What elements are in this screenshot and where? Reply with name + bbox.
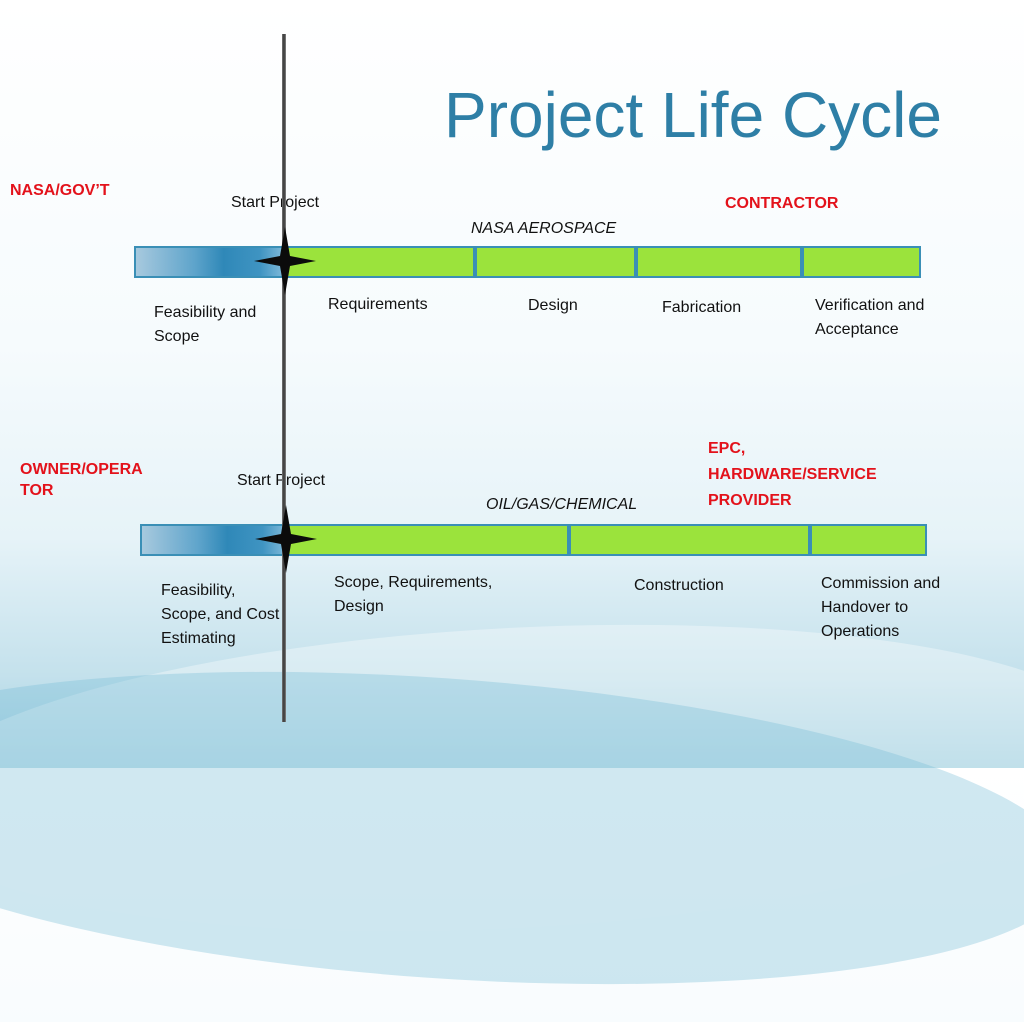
line: Acceptance: [815, 321, 899, 338]
nasa-aerospace-label: NASA AEROSPACE: [471, 220, 617, 237]
phase-label-fabrication: Fabrication: [662, 299, 742, 316]
star-marker-icon: [255, 505, 317, 573]
line: TOR: [20, 482, 54, 499]
owner-operator-label: OWNER/OPERA TOR: [20, 459, 143, 501]
phase-label-design: Design: [528, 297, 578, 314]
line: PROVIDER: [708, 492, 792, 509]
line: Operations: [821, 623, 900, 640]
line: Feasibility and: [154, 304, 257, 321]
nasa-gov-label: NASA/GOV’T: [10, 182, 110, 199]
phase-label-feasibility-cost: Feasibility, Scope, and Cost Estimating: [161, 579, 279, 651]
phase-label-commission: Commission and Handover to Operations: [821, 572, 940, 644]
line: Handover to: [821, 599, 909, 616]
start-project-divider-line: [282, 34, 286, 722]
phase-construction-segment: [569, 524, 810, 556]
slide-title: Project Life Cycle: [444, 79, 942, 151]
line: Verification and: [815, 297, 925, 314]
line: Design: [334, 598, 384, 615]
phase-label-verification: Verification and Acceptance: [815, 294, 924, 342]
phase-design-segment: [475, 246, 636, 278]
phase-commission-segment: [810, 524, 927, 556]
phase-scope-requirements-segment: [286, 524, 569, 556]
phase-label-scope-requirements: Scope, Requirements, Design: [334, 571, 492, 619]
line: Feasibility,: [161, 582, 236, 599]
line: OWNER/OPERA: [20, 461, 143, 478]
line: Scope: [154, 328, 200, 345]
line: Commission and: [821, 575, 941, 592]
phase-fabrication-segment: [636, 246, 802, 278]
line: Scope, and Cost: [161, 606, 280, 623]
star-marker-icon: [254, 227, 316, 295]
contractor-label: CONTRACTOR: [725, 195, 839, 212]
phase-verification-segment: [802, 246, 921, 278]
line: Scope, Requirements,: [334, 574, 493, 591]
start-project-label-2: Start Project: [237, 472, 326, 489]
oil-gas-chemical-label: OIL/GAS/CHEMICAL: [486, 496, 638, 513]
phase-requirements-segment: [284, 246, 475, 278]
phase-label-construction: Construction: [634, 577, 724, 594]
epc-provider-label: EPC, HARDWARE/SERVICE PROVIDER: [708, 436, 877, 514]
line: EPC,: [708, 440, 746, 457]
phase-label-feasibility: Feasibility and Scope: [154, 301, 256, 349]
phase-label-requirements: Requirements: [328, 296, 428, 313]
line: Estimating: [161, 630, 236, 647]
start-project-label-1: Start Project: [231, 194, 320, 211]
phase-feasibility-segment: [134, 246, 284, 278]
phase-feasibility-cost-segment: [140, 524, 286, 556]
line: HARDWARE/SERVICE: [708, 466, 877, 483]
